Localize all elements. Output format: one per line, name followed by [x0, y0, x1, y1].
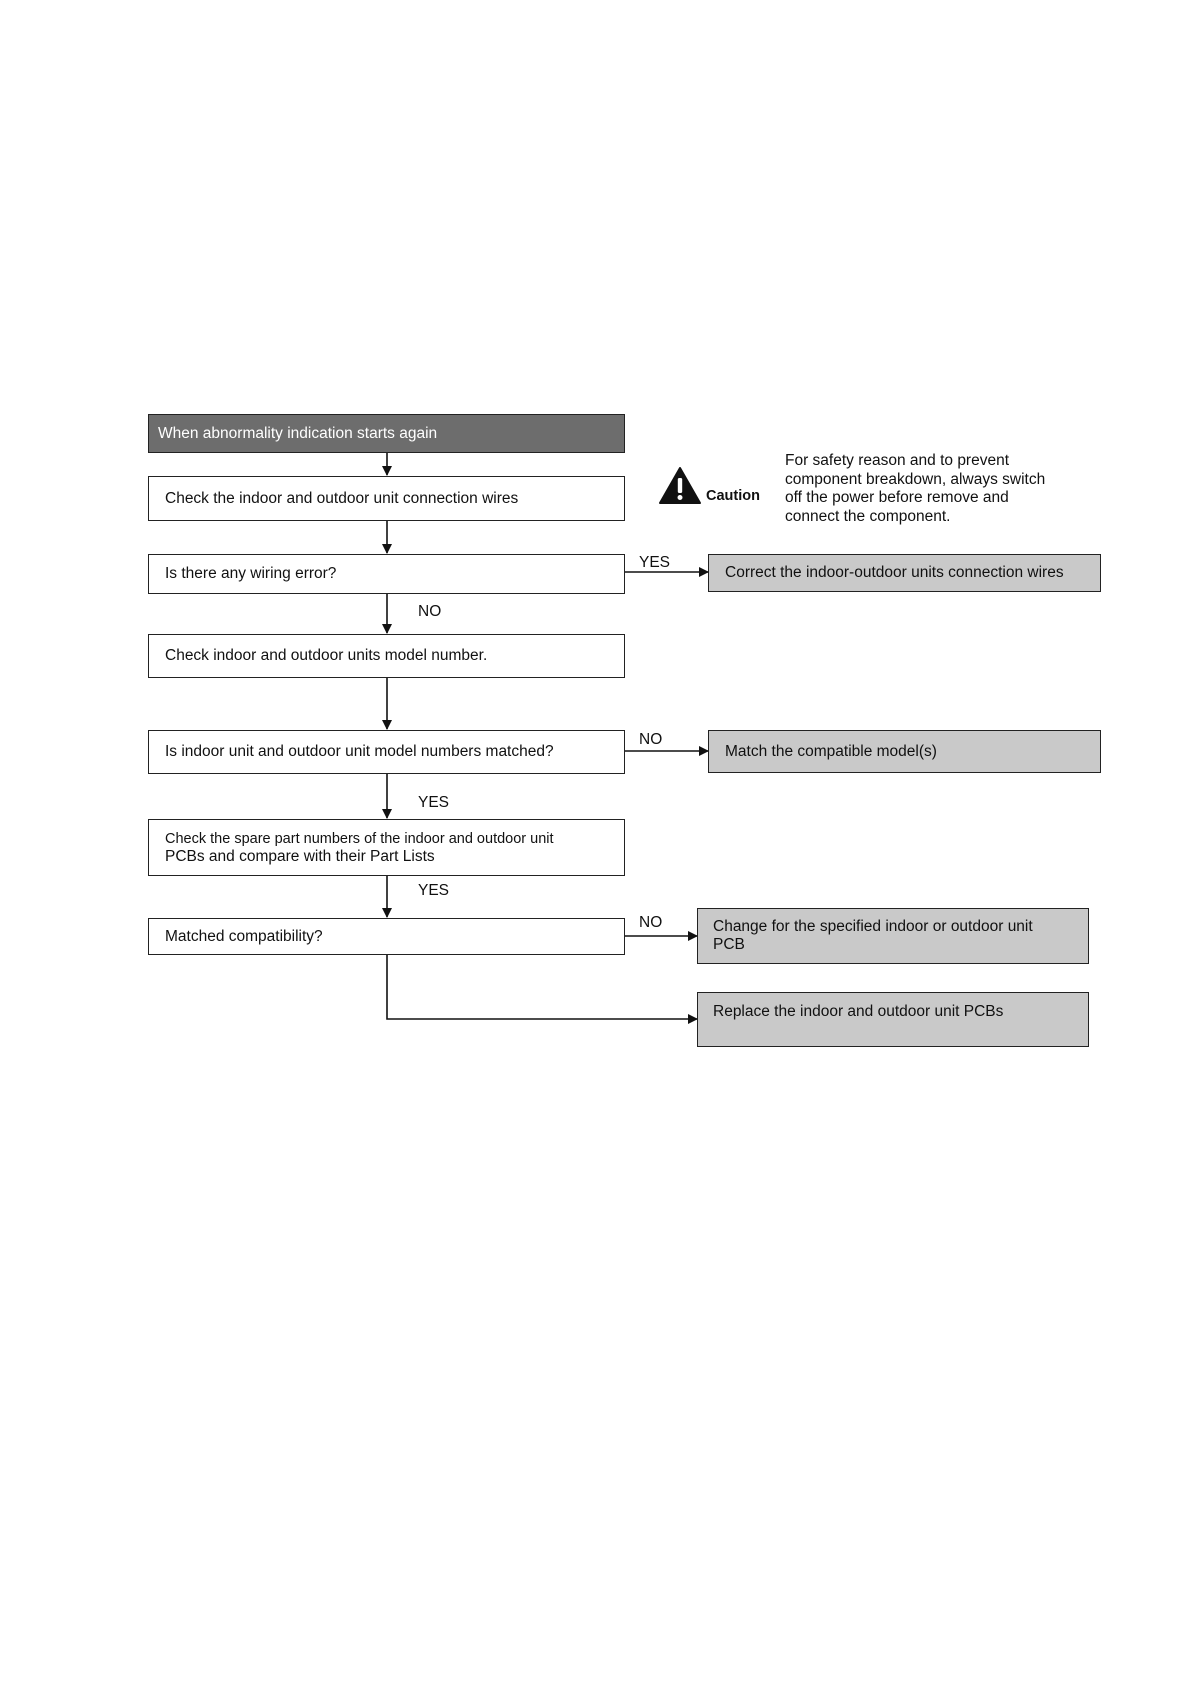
compat-question-box: Matched compatibility? — [148, 918, 625, 955]
caution-line-1: For safety reason and to prevent — [785, 452, 1010, 469]
label-yes-model: YES — [418, 794, 450, 811]
check-wires-box: Check the indoor and outdoor unit connec… — [148, 476, 625, 521]
start-box: When abnormality indication starts again — [148, 414, 625, 453]
check-spare-text-line2: PCBs and compare with their Part Lists — [165, 847, 435, 865]
caution-line-2: component breakdown, always switch — [785, 470, 1046, 488]
caution-line-3: off the power before remove and — [785, 489, 1009, 506]
correct-wires-text: Correct the indoor-outdoor units connect… — [725, 564, 1064, 581]
change-pcb-text-line1: Change for the specified indoor or outdo… — [713, 918, 1033, 935]
label-no-model: NO — [639, 731, 663, 748]
match-model-text: Match the compatible model(s) — [725, 742, 937, 760]
label-yes-wiring: YES — [639, 554, 671, 571]
model-question-text: Is indoor unit and outdoor unit model nu… — [165, 743, 554, 760]
replace-pcbs-box: Replace the indoor and outdoor unit PCBs — [697, 992, 1089, 1047]
wiring-question-box: Is there any wiring error? — [148, 554, 625, 594]
change-pcb-box: Change for the specified indoor or outdo… — [697, 908, 1089, 964]
label-yes-spare: YES — [418, 882, 450, 899]
label-no-wiring: NO — [418, 603, 442, 620]
caution-title: Caution — [706, 488, 760, 504]
check-model-text: Check indoor and outdoor units model num… — [165, 647, 488, 664]
arrow-compat-yes — [386, 955, 698, 1024]
label-no-compat: NO — [639, 914, 663, 931]
start-text: When abnormality indication starts again — [158, 424, 438, 442]
wiring-question-text: Is there any wiring error? — [165, 565, 337, 582]
check-model-box: Check indoor and outdoor units model num… — [148, 634, 625, 678]
warning-triangle-icon — [659, 467, 701, 504]
model-question-box: Is indoor unit and outdoor unit model nu… — [148, 730, 625, 774]
check-spare-text-line1: Check the spare part numbers of the indo… — [165, 830, 554, 847]
caution-line-4: connect the component. — [785, 507, 951, 525]
correct-wires-box: Correct the indoor-outdoor units connect… — [708, 554, 1101, 592]
check-wires-text: Check the indoor and outdoor unit connec… — [165, 489, 519, 507]
caution-message: For safety reason and to prevent compone… — [785, 452, 1045, 526]
replace-pcbs-text: Replace the indoor and outdoor unit PCBs — [713, 1003, 1004, 1020]
change-pcb-text-line2: PCB — [713, 936, 745, 953]
compat-question-text: Matched compatibility? — [165, 927, 323, 945]
match-model-box: Match the compatible model(s) — [708, 730, 1101, 773]
check-spare-box: Check the spare part numbers of the indo… — [148, 819, 625, 876]
